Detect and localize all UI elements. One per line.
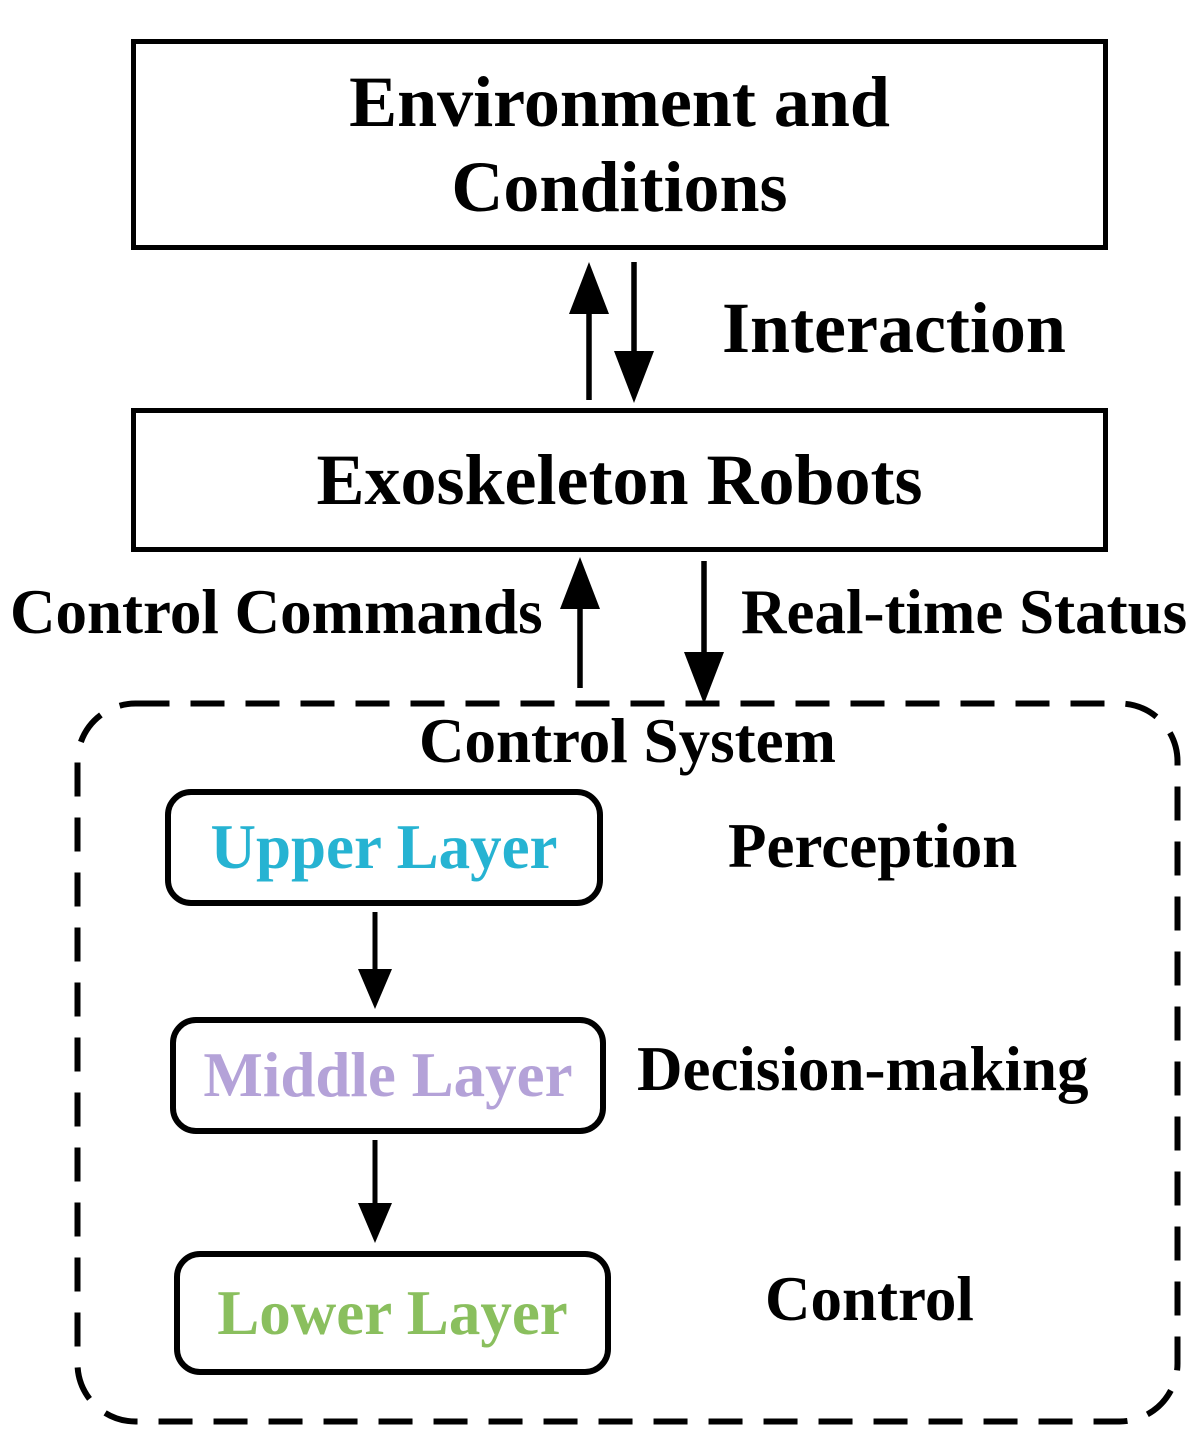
environment-box: Environment and Conditions [131,39,1108,250]
environment-box-line-2: Conditions [451,146,788,227]
control-system-boundary [74,700,1181,1425]
interaction-down-arrow [614,262,654,403]
environment-box-line-1: Environment and [349,61,890,142]
exoskeleton-box: Exoskeleton Robots [131,408,1108,552]
middle-to-lower-arrow [358,1140,392,1243]
middle-layer-box: Middle Layer [170,1017,606,1134]
control-label: Control [765,1264,974,1334]
control-system-title: Control System [418,706,837,776]
lower-layer-label: Lower Layer [217,1277,568,1348]
upper-layer-label: Upper Layer [210,812,558,882]
control-commands-label: Control Commands [10,577,543,647]
middle-layer-label: Middle Layer [203,1040,573,1110]
exoskeleton-box-title: Exoskeleton Robots [316,439,923,520]
decision-making-label: Decision-making [637,1034,1089,1104]
environment-box-title: Environment and Conditions [349,60,890,230]
interaction-up-arrow [569,262,609,400]
lower-layer-box: Lower Layer [174,1251,611,1375]
perception-label: Perception [728,811,1018,881]
real-time-status-label: Real-time Status [741,577,1188,647]
interaction-label: Interaction [722,288,1066,368]
upper-layer-box: Upper Layer [165,789,603,906]
real-time-status-down-arrow [684,561,724,704]
upper-to-middle-arrow [358,912,392,1009]
control-commands-up-arrow [560,557,600,688]
